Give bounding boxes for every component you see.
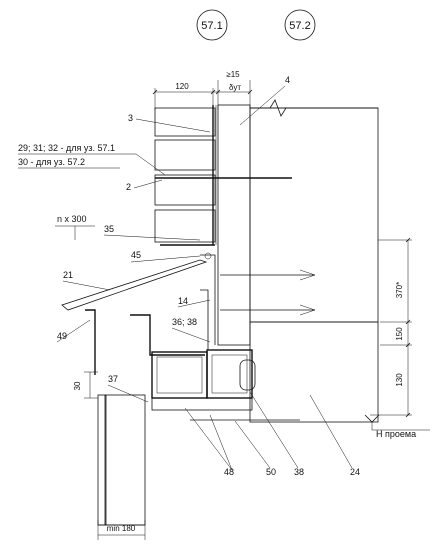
callout-29: 29; 31; 32 - для уз. 57.1: [18, 143, 166, 176]
svg-text:48: 48: [224, 467, 234, 477]
sill-board: [151, 397, 300, 421]
callout-4: 4: [239, 75, 290, 126]
opening-level-marker: Н проема: [364, 414, 430, 439]
svg-text:370*: 370*: [395, 282, 404, 298]
bracket-profile: [85, 289, 209, 375]
svg-text:4: 4: [285, 75, 290, 85]
dimension-min-180: min 180: [97, 520, 146, 540]
svg-text:130: 130: [395, 373, 404, 387]
callout-36: 36; 38: [171, 317, 211, 343]
svg-text:38: 38: [294, 467, 304, 477]
dimension-top: 120 ≥15 δут: [152, 70, 253, 110]
callout-nx300: n x 300: [55, 214, 95, 240]
callout-14: 14: [177, 296, 211, 308]
callout-30: 30 - для уз. 57.2: [18, 157, 120, 169]
callout-50: 50: [234, 420, 276, 477]
svg-text:30: 30: [73, 381, 82, 390]
callout-21: 21: [62, 270, 111, 291]
subframe-profile: [212, 105, 217, 245]
svg-text:δут: δут: [229, 83, 241, 92]
svg-text:29; 31; 32 - для уз. 57.1: 29; 31; 32 - для уз. 57.1: [18, 143, 115, 153]
svg-text:120: 120: [175, 82, 189, 91]
node-marker-57-2: 57.2: [284, 9, 316, 41]
svg-text:57.1: 57.1: [201, 20, 222, 32]
callout-3: 3: [128, 113, 211, 133]
callout-38: 38: [249, 391, 304, 477]
svg-text:150: 150: [395, 327, 404, 341]
dimension-30: 30: [73, 371, 98, 399]
dimension-right: 370* 150 130: [370, 237, 412, 418]
callout-37: 37: [107, 374, 149, 403]
svg-text:30 - для уз. 57.2: 30 - для уз. 57.2: [18, 157, 85, 167]
svg-text:≥15: ≥15: [226, 70, 240, 79]
concrete-lintel: [249, 321, 379, 423]
anchor-bolts: [155, 177, 316, 316]
svg-text:36; 38: 36; 38: [172, 317, 197, 327]
cladding-panels: [154, 107, 216, 243]
svg-text:21: 21: [63, 270, 73, 280]
callout-2: 2: [126, 179, 163, 192]
callout-49: 49: [56, 319, 91, 343]
svg-text:57.2: 57.2: [289, 20, 310, 32]
svg-text:Н проема: Н проема: [376, 429, 416, 439]
masonry-wall: [249, 99, 379, 323]
svg-text:24: 24: [350, 467, 360, 477]
svg-text:35: 35: [104, 224, 114, 234]
lower-wall: [97, 394, 146, 526]
svg-text:n x 300: n x 300: [57, 214, 87, 224]
svg-text:min 180: min 180: [107, 524, 136, 533]
svg-text:50: 50: [266, 467, 276, 477]
callout-45: 45: [130, 250, 201, 263]
callout-24: 24: [309, 394, 360, 477]
insulation-layer: [217, 104, 251, 346]
callout-48: 48: [184, 407, 234, 477]
svg-text:3: 3: [128, 113, 133, 123]
window-frame: [151, 349, 256, 399]
svg-text:49: 49: [57, 331, 67, 341]
svg-text:37: 37: [108, 374, 118, 384]
node-marker-57-1: 57.1: [196, 9, 228, 41]
svg-text:14: 14: [178, 296, 188, 306]
callout-35: 35: [103, 224, 201, 241]
window-head-flashing: [61, 244, 216, 345]
svg-text:45: 45: [131, 250, 141, 260]
svg-text:2: 2: [126, 182, 131, 192]
